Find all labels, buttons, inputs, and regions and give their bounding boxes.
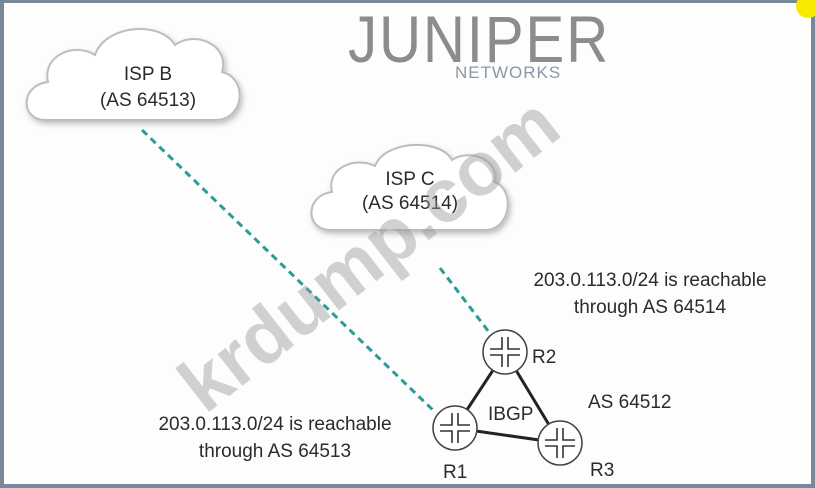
local-as-label: AS 64512 [588,392,671,413]
ebgp-link-isp-c-r2 [438,267,494,337]
r1-annotation-line1: 203.0.113.0/24 is reachable [158,414,391,435]
ebgp-link-isp-b-r1 [140,128,438,415]
isp-b-name: ISP B [124,64,172,85]
r2-annotation-line2: through AS 64514 [574,297,727,318]
juniper-logo: JUNIPER NETWORKS [348,2,610,82]
router-r2-label: R2 [532,347,556,368]
router-r3-label: R3 [590,460,614,481]
logo-sub: NETWORKS [455,63,561,82]
watermark: krdump.com [163,81,575,429]
router-r1-icon [432,405,478,451]
cloud-isp-c [310,143,509,231]
isp-c-name: ISP C [385,169,434,190]
cloud-isp-b [25,28,241,121]
r1-annotation-line2: through AS 64513 [199,441,351,462]
logo-brand: JUNIPER [348,2,610,76]
ibgp-label: IBGP [488,404,533,425]
isp-b-as: (AS 64513) [100,90,196,111]
r2-annotation-line1: 203.0.113.0/24 is reachable [533,270,766,291]
isp-c-as: (AS 64514) [362,193,458,214]
router-r2-icon [482,329,528,375]
router-r1-label: R1 [443,462,467,483]
corner-highlight [796,0,815,18]
router-r3-icon [537,420,583,466]
